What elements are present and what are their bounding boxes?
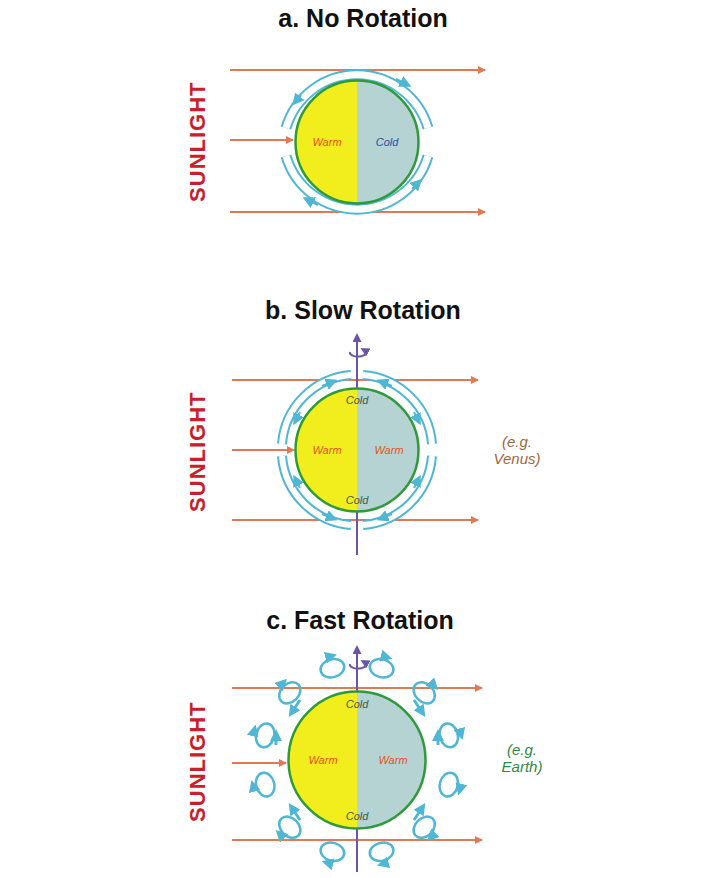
sunlight-label: SUNLIGHT [184,82,209,202]
sunlight-label: SUNLIGHT [184,392,209,512]
panel-title: c. Fast Rotation [266,606,454,635]
temperature-label: Cold [346,494,369,506]
temperature-label: Cold [346,394,369,406]
temperature-label: Cold [346,810,369,822]
planet-circle: ColdWarmWarmCold [287,690,427,830]
planet-circle: Warm Cold [294,79,420,205]
planet-circle: ColdWarmWarmCold [294,387,420,513]
sunlight-label: SUNLIGHT [184,702,209,822]
temperature-label: Warm [312,136,341,148]
example-label: (e.g. Earth) [492,741,552,776]
temperature-label: Warm [374,444,403,456]
temperature-label: Cold [376,136,399,148]
temperature-label: Warm [312,444,341,456]
panel-title: a. No Rotation [278,4,447,33]
temperature-label: Warm [378,754,407,766]
panel-title: b. Slow Rotation [265,296,461,325]
example-label: (e.g. Venus) [487,433,547,468]
temperature-label: Cold [346,698,369,710]
temperature-label: Warm [308,754,337,766]
